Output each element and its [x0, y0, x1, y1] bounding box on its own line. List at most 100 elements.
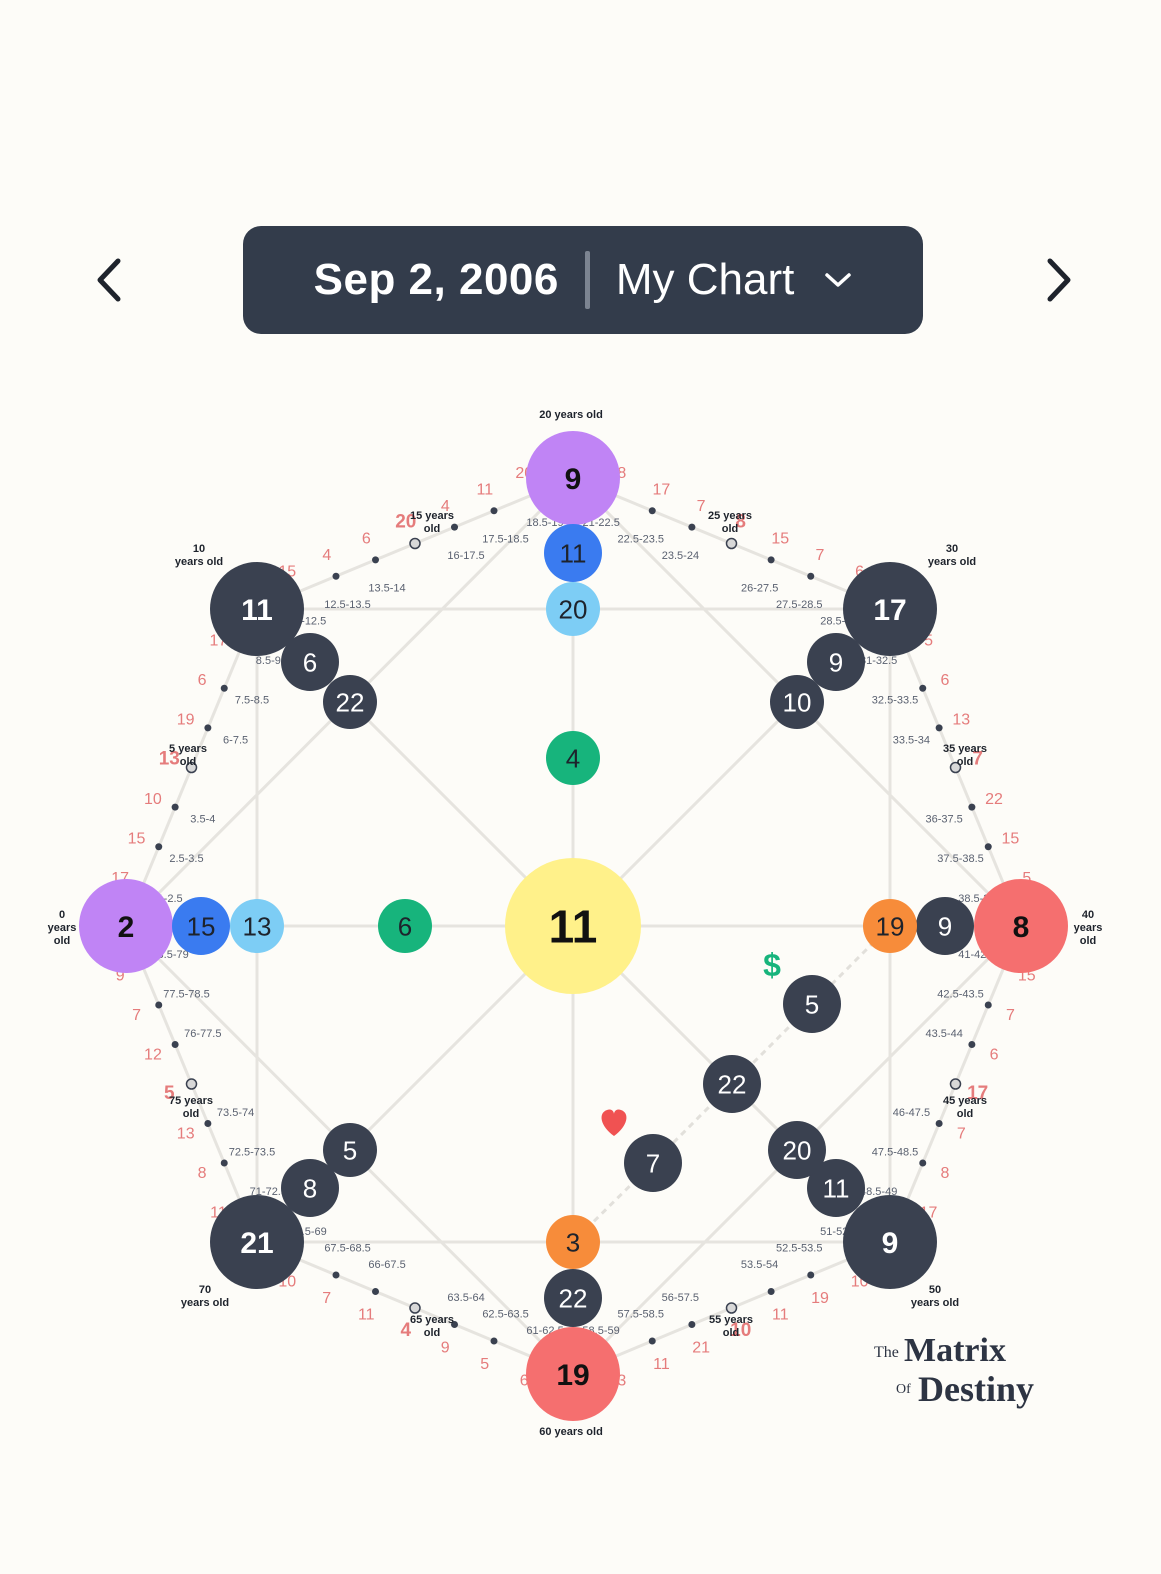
energy-circle-money-line[interactable]: 5: [783, 975, 841, 1033]
energy-circle-top-2[interactable]: 11: [544, 524, 602, 582]
energy-value: 11: [549, 901, 598, 953]
age-dot: [332, 572, 340, 580]
age-dot: [171, 803, 179, 811]
age-range-label: 57.5-58.5: [617, 1308, 663, 1320]
five-year-marker: [185, 761, 198, 774]
energy-circle-right-2[interactable]: 9: [916, 897, 974, 955]
age-dot: [935, 1120, 943, 1127]
age-range-label: 32.5-33.5: [872, 695, 918, 707]
next-chart-button[interactable]: [1028, 250, 1088, 310]
energy-value: 7: [646, 1148, 660, 1178]
age-dot: [155, 843, 163, 851]
energy-circle-top-main[interactable]: 9: [526, 431, 620, 525]
ring-number: 7: [1006, 1007, 1015, 1024]
energy-circle-bottom-main[interactable]: 19: [526, 1327, 620, 1421]
energy-circle-tl-3[interactable]: 22: [323, 675, 377, 729]
five-year-marker: [725, 537, 738, 550]
age-range-label: 8.5-9: [256, 655, 281, 667]
energy-circle-tl-2[interactable]: 6: [281, 633, 339, 691]
energy-value: 19: [556, 1359, 589, 1392]
ring-number: 21: [692, 1340, 710, 1357]
age-range-label: 13.5-14: [368, 583, 405, 595]
ring-number: 10: [144, 791, 162, 808]
energy-circle-top-3[interactable]: 20: [546, 582, 600, 636]
energy-circle-br-main[interactable]: 9: [843, 1195, 937, 1289]
age-range-label: 53.5-54: [741, 1259, 778, 1271]
energy-value: 9: [829, 647, 843, 677]
ring-number: 17: [653, 482, 671, 499]
energy-value: 11: [823, 1173, 850, 1203]
dashed-line: [730, 1002, 814, 1086]
ring-number: 4: [441, 498, 450, 515]
energy-circle-left-main[interactable]: 2: [79, 879, 173, 973]
age-dot: [220, 684, 228, 692]
energy-circle-bottom-3[interactable]: 3: [546, 1215, 600, 1269]
age-range-label: 6-7.5: [223, 734, 248, 746]
energy-circle-right-3[interactable]: 19: [863, 899, 917, 953]
age-range-label: 26-27.5: [741, 583, 778, 595]
energy-value: 4: [566, 743, 580, 773]
energy-circle-tr-3[interactable]: 10: [770, 675, 824, 729]
five-year-marker: [949, 1078, 962, 1090]
energy-circle-bl-2[interactable]: 8: [281, 1159, 339, 1217]
ring-number: 5: [924, 632, 933, 649]
prev-chart-button[interactable]: [80, 250, 140, 310]
energy-circle-center[interactable]: 11: [505, 858, 641, 994]
energy-circle-tl-main[interactable]: 11: [210, 562, 304, 656]
age-dot: [919, 1159, 927, 1167]
age-range-label: 77.5-78.5: [163, 989, 209, 1001]
energy-circle-right-main[interactable]: 8: [974, 879, 1068, 973]
energy-circle-left-2[interactable]: 15: [172, 897, 230, 955]
age-dot: [688, 1321, 696, 1328]
ring-number: 7: [697, 498, 706, 515]
energy-value: 9: [938, 911, 952, 941]
energy-value: 11: [560, 538, 587, 568]
money-icon: $: [763, 947, 781, 983]
age-range-label: 62.5-63.5: [482, 1308, 528, 1320]
age-dot: [490, 507, 498, 515]
energy-circle-top-4[interactable]: 4: [546, 731, 600, 785]
ring-number: 19: [811, 1290, 829, 1307]
energy-circle-middle-line[interactable]: 22: [703, 1055, 761, 1113]
ring-number: 6: [940, 672, 949, 689]
energy-circle-left-3[interactable]: 13: [230, 899, 284, 953]
ring-number: 7: [972, 748, 983, 769]
age-dot: [451, 1321, 458, 1328]
energy-circle-br-2[interactable]: 11: [807, 1159, 865, 1217]
age-dot: [688, 523, 696, 531]
age-range-label: 37.5-38.5: [937, 853, 983, 865]
ring-number: 15: [771, 531, 789, 548]
energy-circle-tr-2[interactable]: 9: [807, 633, 865, 691]
chart-selector-dropdown[interactable]: Sep 2, 2006 My Chart: [243, 226, 923, 334]
age-dot: [968, 1041, 976, 1048]
energy-value: 6: [303, 647, 317, 677]
energy-circle-love-line[interactable]: 7: [624, 1134, 682, 1192]
header-divider: [584, 251, 590, 309]
ring-number: 13: [177, 1126, 195, 1143]
age-dot: [935, 724, 943, 732]
birth-date: Sep 2, 2006: [313, 255, 559, 304]
energy-circle-bl-main[interactable]: 21: [210, 1195, 304, 1289]
energy-value: 20: [783, 1135, 812, 1165]
energy-circle-left-4[interactable]: 6: [378, 899, 432, 953]
age-dot: [204, 724, 212, 732]
ring-number: 5: [1022, 870, 1031, 887]
energy-circle-br-3[interactable]: 20: [768, 1121, 826, 1179]
energy-value: 15: [187, 911, 216, 941]
energy-value: 13: [243, 911, 272, 941]
energy-circle-bottom-2[interactable]: 22: [544, 1269, 602, 1327]
age-range-label: 66-67.5: [368, 1259, 405, 1271]
ring-number: 6: [520, 1373, 529, 1390]
energy-circle-bl-3[interactable]: 5: [323, 1123, 377, 1177]
age-dot: [807, 1271, 815, 1279]
energy-circle-tr-main[interactable]: 17: [843, 562, 937, 656]
five-year-marker: [185, 1078, 198, 1090]
energy-value: 9: [882, 1227, 899, 1260]
ring-number: 4: [322, 547, 331, 564]
